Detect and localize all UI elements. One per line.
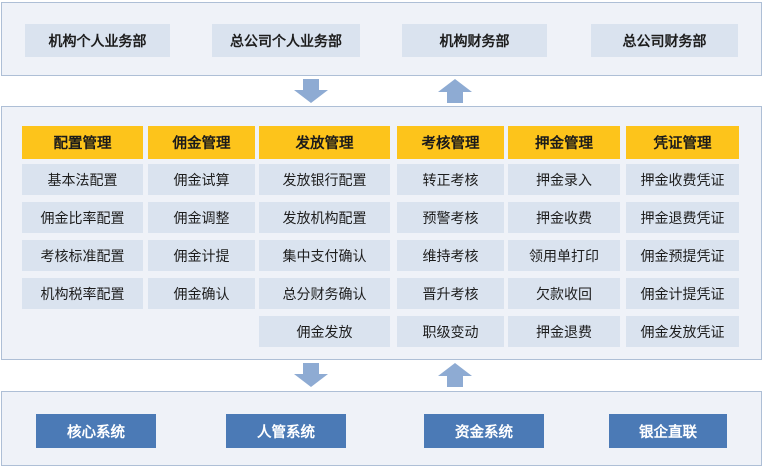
arrow-down-icon <box>294 363 328 387</box>
module-item: 押金收费 <box>508 202 620 233</box>
module-item: 押金收费凭证 <box>626 164 739 195</box>
module-item: 机构税率配置 <box>22 278 143 309</box>
module-item: 佣金计提 <box>148 240 255 271</box>
module-item: 佣金计提凭证 <box>626 278 739 309</box>
module-item: 佣金比率配置 <box>22 202 143 233</box>
module-item: 发放银行配置 <box>259 164 390 195</box>
module-item: 佣金发放凭证 <box>626 316 739 347</box>
module-item: 集中支付确认 <box>259 240 390 271</box>
module-item: 转正考核 <box>397 164 504 195</box>
module-item: 佣金预提凭证 <box>626 240 739 271</box>
dept-hq-personal: 总公司个人业务部 <box>212 24 360 57</box>
module-item: 佣金发放 <box>259 316 390 347</box>
dept-branch-finance: 机构财务部 <box>402 24 547 57</box>
module-item: 考核标准配置 <box>22 240 143 271</box>
module-item: 佣金确认 <box>148 278 255 309</box>
module-header-config: 配置管理 <box>22 126 143 159</box>
module-item: 基本法配置 <box>22 164 143 195</box>
module-item: 总分财务确认 <box>259 278 390 309</box>
system-funds: 资金系统 <box>424 414 544 448</box>
dept-hq-finance: 总公司财务部 <box>591 24 738 57</box>
module-item: 预警考核 <box>397 202 504 233</box>
module-item: 领用单打印 <box>508 240 620 271</box>
module-header-assessment: 考核管理 <box>397 126 504 159</box>
module-item: 押金退费凭证 <box>626 202 739 233</box>
arrow-up-icon <box>438 79 472 103</box>
system-hr: 人管系统 <box>226 414 346 448</box>
module-header-voucher: 凭证管理 <box>626 126 739 159</box>
module-item: 维持考核 <box>397 240 504 271</box>
module-item: 欠款收回 <box>508 278 620 309</box>
module-item: 佣金试算 <box>148 164 255 195</box>
module-item: 职级变动 <box>397 316 504 347</box>
dept-branch-personal: 机构个人业务部 <box>25 24 170 57</box>
module-item: 佣金调整 <box>148 202 255 233</box>
module-item: 晋升考核 <box>397 278 504 309</box>
arrow-down-icon <box>294 79 328 103</box>
module-header-commission: 佣金管理 <box>148 126 255 159</box>
system-core: 核心系统 <box>36 414 156 448</box>
system-bank-link: 银企直联 <box>609 414 727 448</box>
module-item: 发放机构配置 <box>259 202 390 233</box>
module-item: 押金录入 <box>508 164 620 195</box>
module-item: 押金退费 <box>508 316 620 347</box>
arrow-up-icon <box>438 363 472 387</box>
module-header-deposit: 押金管理 <box>508 126 620 159</box>
module-header-payout: 发放管理 <box>259 126 390 159</box>
